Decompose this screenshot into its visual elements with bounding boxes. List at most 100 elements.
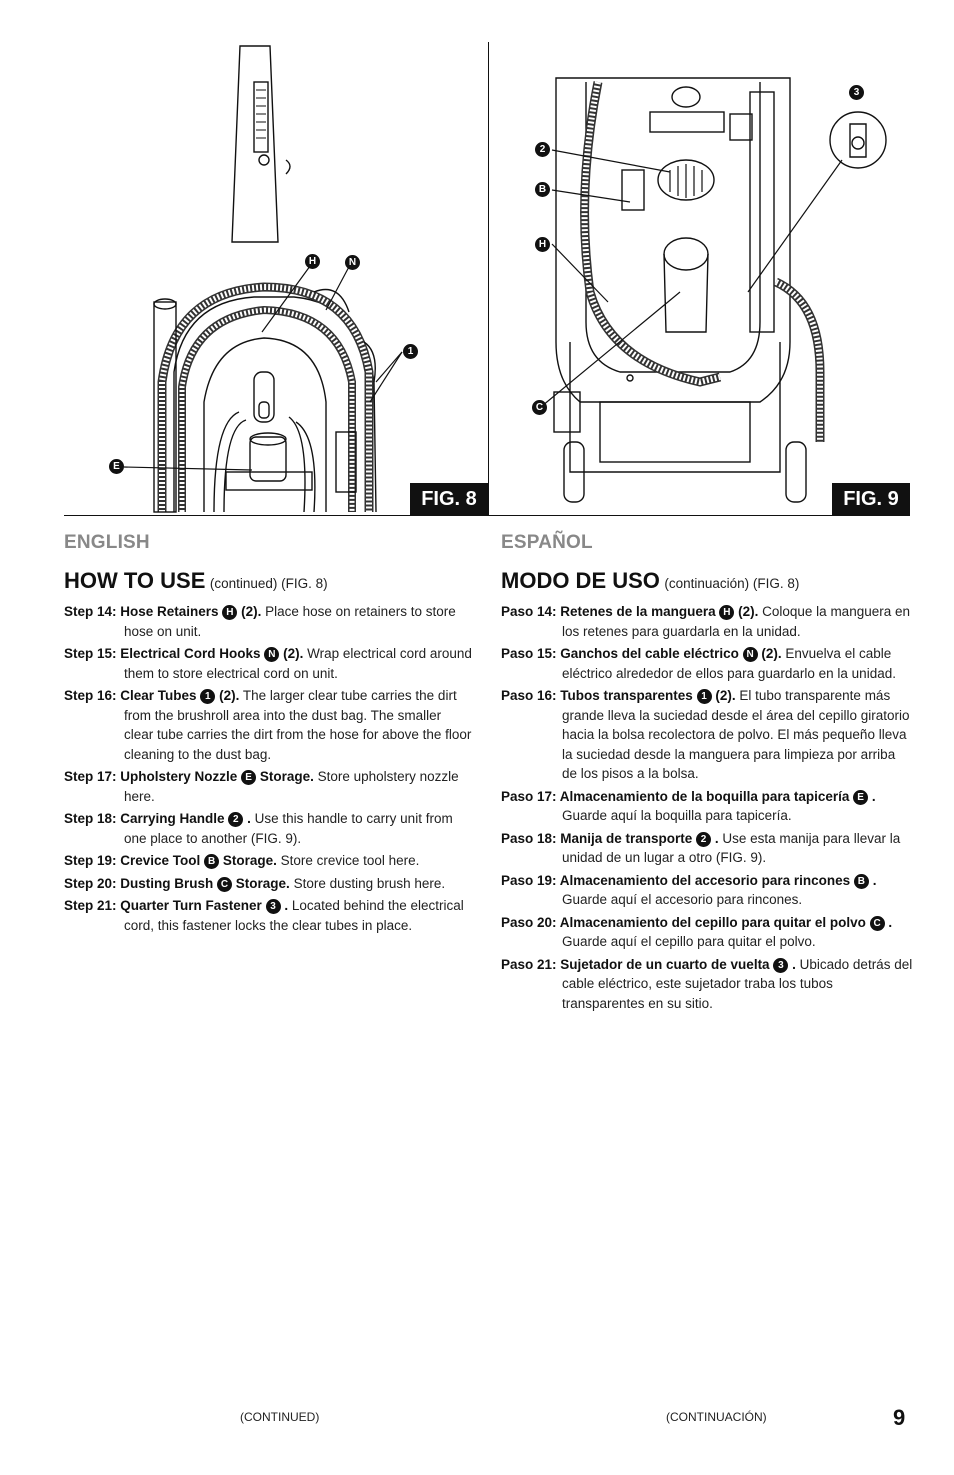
footer-continued-en: (CONTINUED) bbox=[240, 1410, 320, 1424]
step-suffix: . bbox=[284, 898, 289, 913]
step-item: Paso 14: Retenes de la manguera H (2). C… bbox=[501, 602, 913, 641]
step-callout-icon: 1 bbox=[200, 689, 216, 704]
callout-h-fig9: H bbox=[535, 237, 550, 252]
step-label: Paso 20: Almacenamiento del cepillo para… bbox=[501, 914, 866, 930]
step-text: El tubo transparente más grande lleva la… bbox=[562, 688, 910, 781]
fig-9-label: FIG. 9 bbox=[832, 483, 910, 515]
callout-1: 1 bbox=[403, 344, 418, 359]
step-suffix: . bbox=[871, 788, 876, 804]
step-label: Step 17: Upholstery Nozzle bbox=[64, 769, 238, 784]
step-label: Paso 21: Sujetador de un cuarto de vuelt… bbox=[501, 956, 770, 972]
step-item: Step 14: Hose Retainers H (2). Place hos… bbox=[64, 602, 474, 641]
step-callout-icon: B bbox=[204, 854, 220, 869]
step-suffix: (2). bbox=[715, 688, 736, 703]
step-item: Paso 15: Ganchos del cable eléctrico N (… bbox=[501, 644, 913, 683]
step-callout-icon: B bbox=[853, 873, 869, 889]
section-title: HOW TO USE bbox=[64, 568, 206, 593]
figure-8: H N 1 E bbox=[64, 42, 488, 516]
step-item: Paso 16: Tubos transparentes 1 (2). El t… bbox=[501, 686, 913, 784]
step-item: Paso 17: Almacenamiento de la boquilla p… bbox=[501, 787, 913, 826]
step-text: Guarde aquí la boquilla para tapicería. bbox=[562, 808, 792, 823]
vacuum-illustration-fig9 bbox=[541, 77, 887, 503]
spanish-column: ESPAÑOL MODO DE USO (continuación) (FIG.… bbox=[501, 532, 913, 1016]
step-text: Ubicado detrás del cable eléctrico, este… bbox=[562, 956, 913, 1011]
step-suffix: Storage. bbox=[222, 853, 277, 868]
english-column: ENGLISH HOW TO USE (continued) (FIG. 8) … bbox=[64, 532, 474, 938]
step-text: Store crevice tool here. bbox=[280, 853, 420, 868]
section-title-es: MODO DE USO bbox=[501, 568, 660, 593]
step-label: Paso 17: Almacenamiento de la boquilla p… bbox=[501, 788, 850, 804]
step-suffix: Storage. bbox=[259, 769, 314, 784]
step-callout-icon: E bbox=[241, 770, 257, 785]
step-suffix: . bbox=[888, 914, 893, 930]
step-item: Paso 21: Sujetador de un cuarto de vuelt… bbox=[501, 955, 913, 1014]
step-item: Paso 18: Manija de transporte 2 . Use es… bbox=[501, 829, 913, 868]
step-suffix: (2). bbox=[241, 604, 262, 619]
step-suffix: (2). bbox=[219, 688, 240, 703]
callout-n: N bbox=[345, 255, 360, 270]
step-item: Step 17: Upholstery Nozzle E Storage. St… bbox=[64, 767, 474, 806]
step-text: Use esta manija para llevar la unidad de… bbox=[562, 830, 901, 866]
callout-h: H bbox=[305, 254, 320, 269]
step-callout-icon: 3 bbox=[265, 899, 281, 914]
step-label: Paso 14: Retenes de la manguera bbox=[501, 604, 716, 619]
callout-c: C bbox=[532, 400, 547, 415]
step-text: Guarde aquí el cepillo para quitar el po… bbox=[562, 934, 816, 949]
step-label: Paso 16: Tubos transparentes bbox=[501, 688, 693, 703]
figure-divider-horizontal bbox=[64, 515, 910, 516]
step-suffix: . bbox=[872, 872, 877, 888]
step-suffix: . bbox=[247, 811, 251, 826]
step-suffix: (2). bbox=[738, 604, 759, 619]
step-item: Step 19: Crevice Tool B Storage. Store c… bbox=[64, 851, 474, 871]
step-item: Step 16: Clear Tubes 1 (2). The larger c… bbox=[64, 686, 474, 764]
step-suffix: Storage. bbox=[235, 875, 290, 891]
step-callout-icon: 3 bbox=[773, 957, 789, 973]
step-callout-icon: 1 bbox=[696, 689, 712, 704]
step-text: Located behind the electrical cord, this… bbox=[124, 898, 464, 933]
spanish-steps: Paso 14: Retenes de la manguera H (2). C… bbox=[501, 602, 913, 1013]
step-item: Paso 20: Almacenamiento del cepillo para… bbox=[501, 913, 913, 952]
step-text: Wrap electrical cord around them to stor… bbox=[124, 646, 472, 681]
step-callout-icon: H bbox=[719, 605, 735, 620]
step-label: Step 20: Dusting Brush bbox=[64, 875, 214, 891]
step-item: Step 20: Dusting Brush C Storage. Store … bbox=[64, 874, 474, 894]
step-text: Store dusting brush here. bbox=[293, 875, 446, 891]
step-label: Paso 15: Ganchos del cable eléctrico bbox=[501, 646, 739, 661]
figure-divider-vertical bbox=[488, 42, 489, 516]
step-callout-icon: C bbox=[217, 876, 233, 892]
step-text: Use this handle to carry unit from one p… bbox=[124, 811, 453, 846]
step-item: Step 18: Carrying Handle 2 . Use this ha… bbox=[64, 809, 474, 848]
step-label: Step 19: Crevice Tool bbox=[64, 853, 201, 868]
step-callout-icon: 2 bbox=[696, 831, 712, 847]
step-label: Paso 18: Manija de transporte bbox=[501, 830, 693, 846]
step-suffix: (2). bbox=[761, 646, 782, 661]
step-item: Step 15: Electrical Cord Hooks N (2). Wr… bbox=[64, 644, 474, 683]
figure-9: 3 2 B H C bbox=[490, 42, 910, 516]
step-callout-icon: N bbox=[264, 647, 280, 662]
step-label: Step 16: Clear Tubes bbox=[64, 688, 197, 703]
how-to-use-heading: HOW TO USE (continued) (FIG. 8) bbox=[64, 568, 474, 594]
step-callout-icon: N bbox=[742, 647, 758, 662]
callout-e: E bbox=[109, 459, 124, 474]
step-item: Step 21: Quarter Turn Fastener 3 . Locat… bbox=[64, 896, 474, 935]
section-note: (continued) (FIG. 8) bbox=[209, 576, 328, 591]
step-label: Step 21: Quarter Turn Fastener bbox=[64, 898, 262, 913]
step-callout-icon: C bbox=[869, 915, 885, 931]
english-steps: Step 14: Hose Retainers H (2). Place hos… bbox=[64, 602, 474, 935]
step-suffix: . bbox=[792, 956, 796, 972]
spanish-heading: ESPAÑOL bbox=[501, 532, 593, 553]
step-text: Coloque la manguera en los retenes para … bbox=[562, 604, 910, 639]
section-note-es: (continuación) (FIG. 8) bbox=[664, 576, 800, 591]
callout-b: B bbox=[535, 182, 550, 197]
step-text: Store upholstery nozzle here. bbox=[124, 769, 459, 804]
vacuum-illustration-fig8 bbox=[123, 45, 403, 513]
page-number: 9 bbox=[893, 1405, 906, 1430]
fig-8-label: FIG. 8 bbox=[410, 483, 488, 515]
step-callout-icon: H bbox=[222, 605, 238, 620]
step-item: Paso 19: Almacenamiento del accesorio pa… bbox=[501, 871, 913, 910]
step-callout-icon: 2 bbox=[228, 812, 244, 827]
step-text: Place hose on retainers to store hose on… bbox=[124, 604, 456, 639]
step-label: Paso 19: Almacenamiento del accesorio pa… bbox=[501, 872, 851, 888]
step-text: Guarde aquí el accesorio para rincones. bbox=[562, 892, 803, 907]
step-callout-icon: E bbox=[853, 789, 869, 805]
